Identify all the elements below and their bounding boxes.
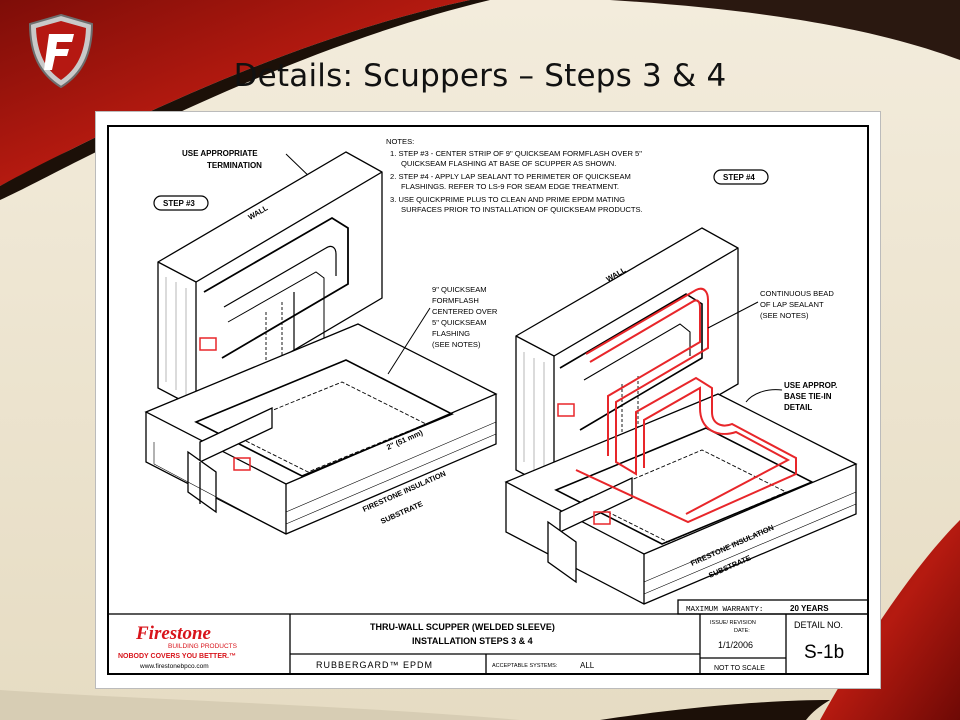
termination-label-1: USE APPROPRIATE [182,149,258,158]
step3-bubble [153,195,209,211]
systems-label: ACCEPTABLE SYSTEMS: [492,663,558,669]
title-block [107,599,869,675]
base-tiein-label-1: USE APPROP. [784,381,837,390]
note-line-6: SURFACES PRIOR TO INSTALLATION OF QUICKS… [401,205,643,214]
note-line-2: QUICKSEAM FLASHING AT BASE OF SCUPPER AS… [401,159,616,168]
note-line-5: 3. USE QUICKPRIME PLUS TO CLEAN AND PRIM… [390,195,625,204]
detail-no-label: DETAIL NO. [794,620,843,630]
firestone-website: www.firestonebpco.com [139,663,209,670]
detail-no: S-1b [804,642,844,663]
formflash-label-6: (SEE NOTES) [432,340,481,349]
scale-note: NOT TO SCALE [714,665,765,672]
bead-label-2: OF LAP SEALANT [760,300,824,309]
slide-title: Details: Scuppers – Steps 3 & 4 [233,58,727,94]
step4-label: STEP #4 [723,173,755,182]
formflash-label-4: 5" QUICKSEAM [432,318,487,327]
detail-title-2: INSTALLATION STEPS 3 & 4 [412,636,533,646]
warranty-label: MAXIMUM WARRANTY: [686,606,763,614]
firestone-slogan: NOBODY COVERS YOU BETTER.™ [118,653,236,660]
notes-block: NOTES: 1. STEP #3 - CENTER STRIP OF 9" Q… [386,137,643,214]
detail-title-1: THRU-WALL SCUPPER (WELDED SLEEVE) [370,622,555,632]
issue-date: 1/1/2006 [718,640,753,650]
lap-sealant-bead [575,287,797,524]
product-name: RUBBERGARD™ EPDM [316,660,433,670]
issue-label-2: DATE: [734,628,750,634]
step3-label: STEP #3 [163,199,195,208]
bead-label-1: CONTINUOUS BEAD [760,289,834,298]
base-tiein-label-3: DETAIL [784,403,812,412]
firestone-brand-sub: BUILDING PRODUCTS [168,643,238,650]
issue-label-1: ISSUE/ REVISION [710,620,756,626]
note-line-4: FLASHINGS. REFER TO LS-9 FOR SEAM EDGE T… [401,182,619,191]
note-line-1: 1. STEP #3 - CENTER STRIP OF 9" QUICKSEA… [390,149,642,158]
step4-bubble [713,169,769,185]
step3-drawing [144,151,498,535]
firestone-f-shield-icon [28,13,94,89]
note-line-3: 2. STEP #4 - APPLY LAP SEALANT TO PERIME… [390,172,631,181]
base-tiein-label-2: BASE TIE-IN [784,392,832,401]
warranty-value: 20 YEARS [790,604,829,613]
formflash-label-1: 9" QUICKSEAM [432,285,487,294]
formflash-label-2: FORMFLASH [432,296,479,305]
notes-heading: NOTES: [386,137,414,146]
formflash-label-3: CENTERED OVER [432,307,498,316]
technical-drawing: NOTES: 1. STEP #3 - CENTER STRIP OF 9" Q… [96,112,880,688]
formflash-label-5: FLASHING [432,329,470,338]
systems-value: ALL [580,661,595,670]
bead-label-3: (SEE NOTES) [760,311,809,320]
termination-label-2: TERMINATION [207,161,262,170]
firestone-brand: Firestone [135,623,212,644]
